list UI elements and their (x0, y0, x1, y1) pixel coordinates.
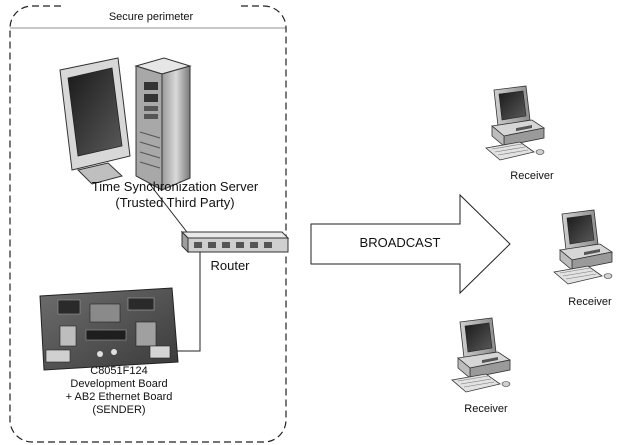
perimeter-label: Secure perimeter (108, 11, 194, 23)
development-board-icon (39, 287, 179, 371)
board-label-line1: C8051F124 (90, 365, 148, 377)
router-label: Router (210, 258, 250, 273)
board-label-line2: Development Board (70, 378, 168, 390)
router-board-cable (176, 245, 201, 352)
broadcast-label: BROADCAST (359, 235, 441, 250)
board-label-line4: (SENDER) (92, 404, 146, 416)
receiver-label: Receiver (568, 296, 612, 308)
receiver-computer-icon (451, 317, 511, 393)
server-label-line1: Time Synchronization Server (91, 179, 259, 194)
server-icon (59, 57, 192, 191)
board-label-line3: + AB2 Ethernet Board (65, 391, 173, 403)
router-icon (180, 230, 290, 254)
board-label: C8051F124 Development Board + AB2 Ethern… (34, 365, 204, 417)
server-label-line2: (Trusted Third Party) (115, 195, 235, 210)
receiver-computer-icon (485, 85, 545, 161)
receiver-computer-icon (553, 209, 613, 285)
broadcast-arrow (310, 193, 511, 295)
receiver-label: Receiver (464, 403, 508, 415)
server-router-cable (144, 177, 191, 237)
server-label: Time Synchronization Server (Trusted Thi… (40, 179, 310, 211)
receiver-label: Receiver (510, 170, 554, 182)
